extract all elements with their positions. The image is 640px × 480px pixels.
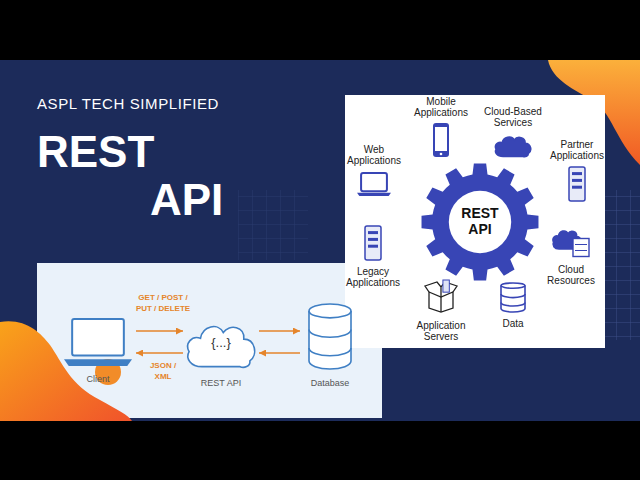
- title: REST API: [37, 128, 235, 224]
- client-laptop: Client: [60, 318, 136, 390]
- cylinder-symbol: [309, 304, 351, 369]
- laptop-icon: [64, 318, 132, 366]
- node-label: Partner Applications: [548, 139, 606, 161]
- api-cloud: {...} REST API: [183, 320, 259, 392]
- box-icon: [425, 280, 457, 312]
- legacy-icon: Legacy Applications: [340, 226, 406, 290]
- brand-label: ASPL TECH SIMPLIFIED: [37, 95, 219, 113]
- cloud-resources-icon: Cloud Resources: [540, 228, 602, 288]
- cylinder-symbol: [501, 283, 525, 312]
- navy-background: [0, 60, 640, 421]
- node-label: Web Applications: [340, 144, 408, 166]
- app-server-icon: Application Servers: [405, 280, 477, 346]
- cloudsrv-icon: [551, 228, 591, 258]
- node-label: REST API: [183, 378, 259, 388]
- cylinder-icon: [500, 282, 526, 312]
- node-label: Mobile Applications: [405, 96, 477, 118]
- node-label: Database: [300, 378, 360, 388]
- phone-icon: [433, 123, 449, 157]
- server-symbol: [365, 226, 381, 260]
- edge-label: JSON / XML: [146, 360, 180, 382]
- right-panel: [345, 95, 605, 348]
- laptop-icon: [357, 172, 391, 196]
- phone-symbol: [433, 123, 449, 157]
- node-label: REST API: [455, 206, 505, 237]
- web-icon: Web Applications: [340, 144, 408, 206]
- server-icon: [365, 226, 381, 260]
- mobile-icon: Mobile Applications: [405, 96, 477, 164]
- cylinder-icon: [308, 303, 352, 369]
- cloud-services-icon: Cloud-Based Services: [478, 106, 548, 164]
- edge-label: GET / POST / PUT / DELETE: [133, 292, 193, 314]
- arrow-connector: [259, 330, 300, 332]
- node-label: Legacy Applications: [340, 266, 406, 288]
- gear-symbol: [422, 164, 539, 281]
- node-label: Cloud Resources: [540, 264, 602, 286]
- arrow-connector: [259, 352, 300, 354]
- partner-icon: Partner Applications: [548, 139, 606, 203]
- node-label: Client: [60, 374, 136, 384]
- server-symbol: [569, 167, 585, 201]
- laptop-symbol: [357, 173, 391, 196]
- node-label: {...}: [183, 336, 259, 351]
- node-label: Cloud-Based Services: [478, 106, 548, 128]
- arrow-connector: [136, 330, 183, 332]
- arrow-connector: [136, 352, 183, 354]
- database-cylinder: Database: [300, 303, 360, 390]
- server-icon: [569, 167, 585, 201]
- box-symbol: [425, 280, 457, 312]
- node-label: Application Servers: [405, 320, 477, 342]
- api-gear: REST API: [420, 162, 540, 282]
- node-label: Data: [492, 318, 534, 329]
- cloud-symbol: [495, 137, 530, 157]
- cloudsrv-symbol: [553, 231, 589, 257]
- grid-pattern: [238, 190, 308, 260]
- cloud-icon: [493, 134, 533, 158]
- data-icon: Data: [492, 282, 534, 334]
- laptop-symbol: [64, 319, 132, 366]
